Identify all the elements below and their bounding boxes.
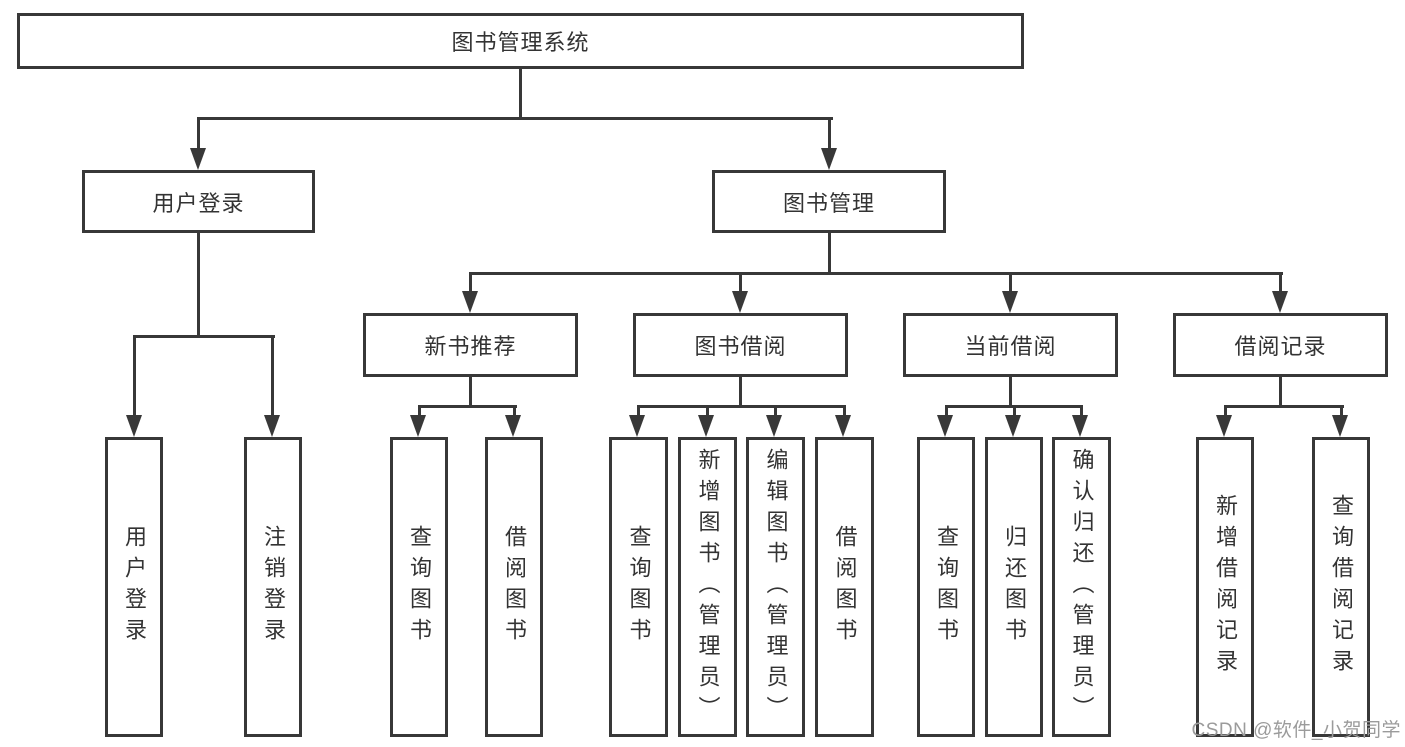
node-label: 编辑图书（管理员） xyxy=(763,447,789,727)
connector-line xyxy=(945,405,948,417)
connector-line xyxy=(1009,272,1012,291)
connector-line xyxy=(519,69,522,120)
node-leaf-search-books-borrowing: 查询图书 xyxy=(609,437,668,737)
node-leaf-search-borrow-record: 查询借阅记录 xyxy=(1312,437,1370,737)
connector-line xyxy=(1279,272,1282,291)
node-label: 图书借阅 xyxy=(694,334,787,359)
node-label: 借阅记录 xyxy=(1234,334,1327,359)
arrow-down-icon xyxy=(190,148,206,170)
node-label: 借阅图书 xyxy=(832,525,858,649)
connector-line xyxy=(1013,405,1016,417)
node-label: 图书管理 xyxy=(782,190,875,216)
connector-line xyxy=(197,233,200,337)
node-leaf-add-books-admin: 新增图书（管理员） xyxy=(678,437,737,737)
node-book-management: 图书管理 xyxy=(712,170,946,233)
connector-line xyxy=(469,272,472,291)
arrow-down-icon xyxy=(410,415,426,437)
connector-line xyxy=(1009,377,1012,407)
connector-line xyxy=(469,272,1283,275)
arrow-down-icon xyxy=(462,291,478,313)
node-new-book-recommend: 新书推荐 xyxy=(363,313,578,377)
connector-line xyxy=(637,405,846,408)
node-label: 用户登录 xyxy=(122,525,147,649)
node-label: 新增借阅记录 xyxy=(1213,494,1238,680)
connector-line xyxy=(828,233,831,274)
connector-line xyxy=(197,117,833,120)
node-leaf-return-books: 归还图书 xyxy=(985,437,1043,737)
node-label: 查询借阅记录 xyxy=(1329,494,1354,680)
connector-line xyxy=(637,405,640,417)
connector-line xyxy=(774,405,777,417)
node-leaf-edit-books-admin: 编辑图书（管理员） xyxy=(746,437,805,737)
node-label: 查询图书 xyxy=(626,525,652,649)
arrow-down-icon xyxy=(505,415,521,437)
node-leaf-search-books-recommend: 查询图书 xyxy=(390,437,448,737)
node-leaf-confirm-return-admin: 确认归还（管理员） xyxy=(1052,437,1111,737)
arrow-down-icon xyxy=(1332,415,1348,437)
connector-line xyxy=(418,405,517,408)
connector-line xyxy=(1080,405,1083,417)
connector-line xyxy=(197,117,200,153)
arrow-down-icon xyxy=(766,415,782,437)
node-current-borrowing: 当前借阅 xyxy=(903,313,1118,377)
node-user-login: 用户登录 xyxy=(82,170,315,233)
connector-line xyxy=(706,405,709,417)
node-label: 图书管理系统 xyxy=(451,30,590,55)
connector-line xyxy=(828,117,831,153)
node-library-management-system: 图书管理系统 xyxy=(17,13,1024,69)
connector-line xyxy=(271,335,274,415)
node-leaf-borrow-books-recommend: 借阅图书 xyxy=(485,437,543,737)
node-label: 查询图书 xyxy=(934,525,959,649)
connector-line xyxy=(1224,405,1344,408)
node-book-borrowing: 图书借阅 xyxy=(633,313,848,377)
arrow-down-icon xyxy=(264,415,280,437)
node-label: 借阅图书 xyxy=(502,525,527,649)
node-label: 查询图书 xyxy=(407,525,432,649)
watermark: CSDN @软件_小贺同学 xyxy=(1191,720,1401,741)
node-borrowing-records: 借阅记录 xyxy=(1173,313,1388,377)
arrow-down-icon xyxy=(835,415,851,437)
node-label: 新书推荐 xyxy=(424,334,517,359)
node-leaf-user-login: 用户登录 xyxy=(105,437,163,737)
arrow-down-icon xyxy=(1072,415,1088,437)
arrow-down-icon xyxy=(937,415,953,437)
node-leaf-add-borrow-record: 新增借阅记录 xyxy=(1196,437,1254,737)
arrow-down-icon xyxy=(1272,291,1288,313)
arrow-down-icon xyxy=(1216,415,1232,437)
arrow-down-icon xyxy=(126,415,142,437)
node-label: 当前借阅 xyxy=(964,334,1057,359)
connector-line xyxy=(133,335,136,415)
arrow-down-icon xyxy=(732,291,748,313)
node-label: 归还图书 xyxy=(1002,525,1027,649)
arrow-down-icon xyxy=(821,148,837,170)
connector-line xyxy=(418,405,421,417)
connector-line xyxy=(513,405,516,417)
arrow-down-icon xyxy=(629,415,645,437)
arrow-down-icon xyxy=(1002,291,1018,313)
node-label: 新增图书（管理员） xyxy=(695,447,721,727)
connector-line xyxy=(469,377,472,407)
node-leaf-search-books-current: 查询图书 xyxy=(917,437,975,737)
connector-line xyxy=(1224,405,1227,417)
connector-line xyxy=(843,405,846,417)
node-label: 确认归还（管理员） xyxy=(1069,447,1095,727)
connector-line xyxy=(739,272,742,291)
node-label: 注销登录 xyxy=(261,525,286,649)
node-leaf-logout: 注销登录 xyxy=(244,437,302,737)
node-label: 用户登录 xyxy=(152,190,245,216)
connector-line xyxy=(1279,377,1282,407)
arrow-down-icon xyxy=(698,415,714,437)
arrow-down-icon xyxy=(1005,415,1021,437)
connector-line xyxy=(133,335,275,338)
connector-line xyxy=(739,377,742,407)
node-leaf-borrow-books: 借阅图书 xyxy=(815,437,874,737)
connector-line xyxy=(1340,405,1343,417)
